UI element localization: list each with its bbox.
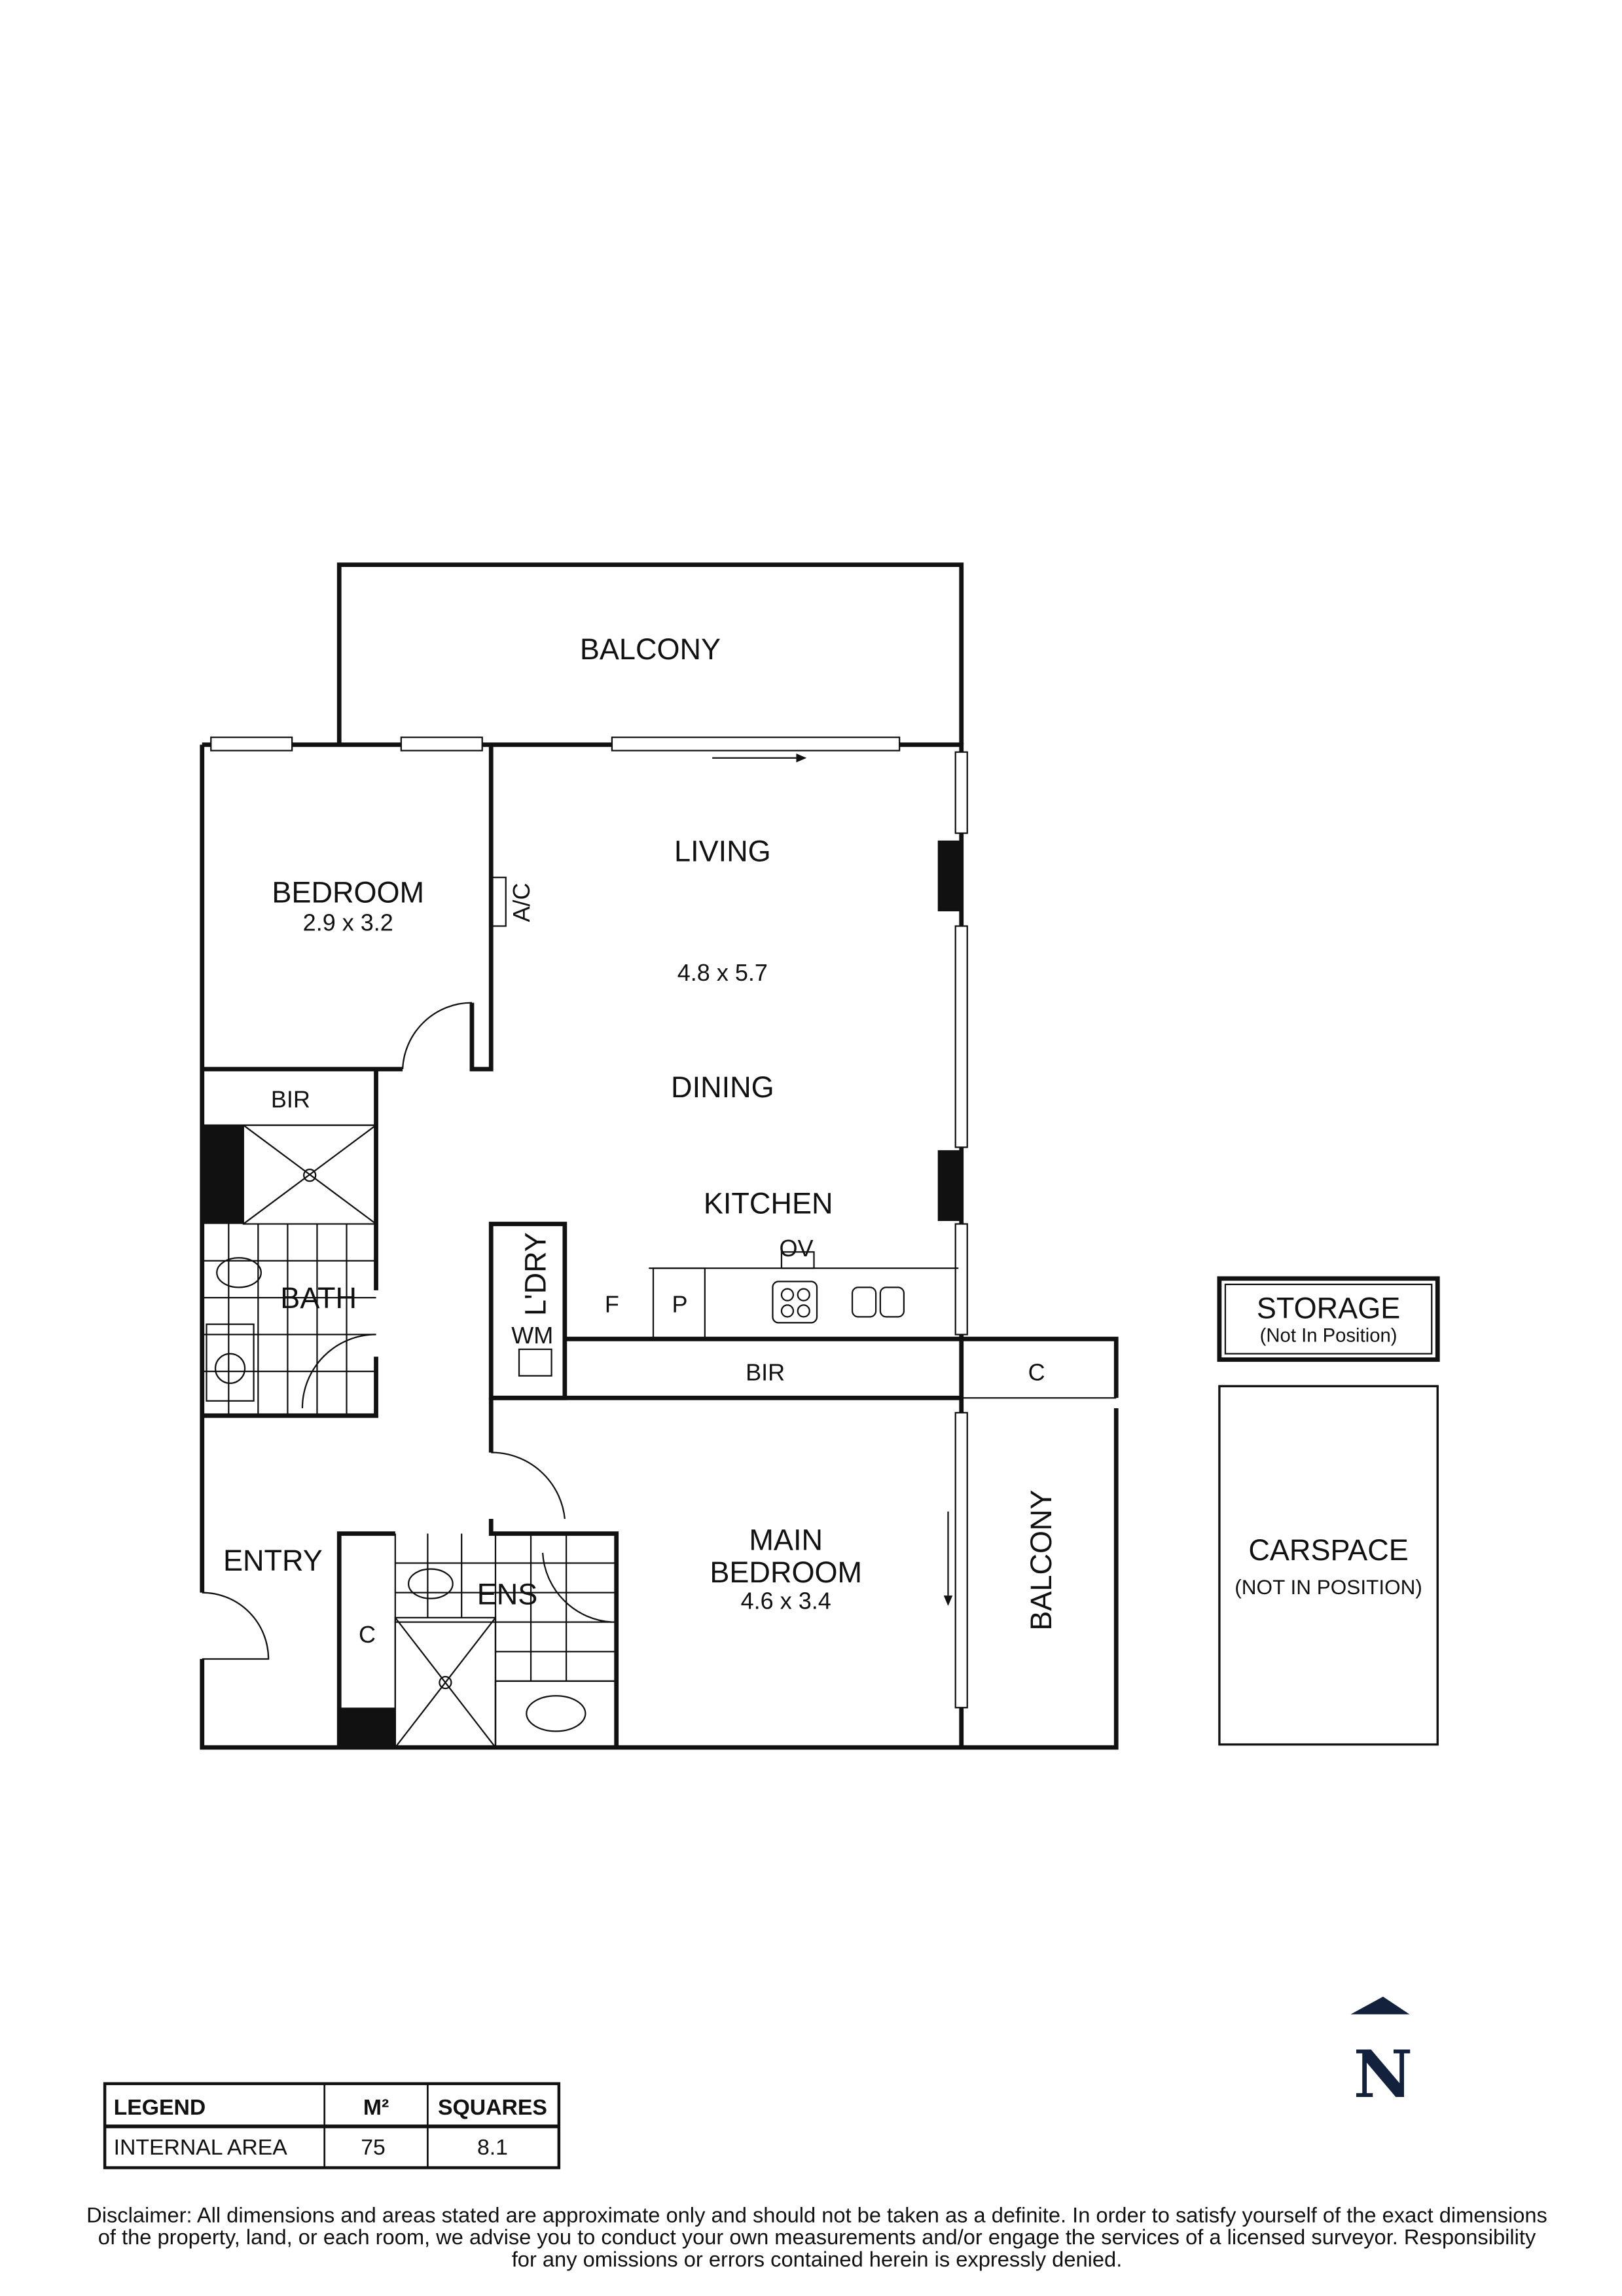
main-bedroom-label-1: MAIN (749, 1523, 823, 1556)
disclaimer: Disclaimer: All dimensions and areas sta… (86, 2202, 1547, 2271)
wm-label: WM (511, 1322, 553, 1349)
legend-header-squares: SQUARES (438, 2095, 547, 2120)
disclaimer-line-1: Disclaimer: All dimensions and areas sta… (86, 2202, 1547, 2227)
ensuite-tiles (395, 1533, 617, 1748)
bath-label: BATH (280, 1281, 357, 1315)
column (339, 1707, 395, 1748)
shower (242, 1124, 377, 1225)
living-dims: 4.8 x 5.7 (677, 959, 768, 986)
sink-icon (879, 1286, 905, 1318)
burner-icon (797, 1304, 810, 1318)
north-label: N (1354, 2037, 1413, 2113)
door-swing (541, 1552, 612, 1623)
storage-label: STORAGE (1257, 1292, 1400, 1325)
balcony-side-label: BALCONY (1024, 1489, 1058, 1630)
entry-cupboard-wall (336, 1531, 395, 1748)
column (937, 840, 962, 911)
bath-tiles (202, 1224, 376, 1416)
sliding-door (954, 1412, 968, 1709)
shower-line (394, 1617, 496, 1748)
window (954, 751, 968, 834)
window (954, 1223, 968, 1336)
legend-row-label: INTERNAL AREA (114, 2135, 288, 2160)
storage-box: STORAGE (Not In Position) (1217, 1276, 1440, 1362)
pantry-label: P (672, 1291, 688, 1318)
entry-door-swing (202, 1592, 270, 1660)
room-labels: BALCONY BEDROOM 2.9 x 3.2 A/C LIVING 4.8… (223, 632, 1058, 1648)
legend-row-squares: 8.1 (477, 2135, 508, 2160)
dining-label: DINING (671, 1070, 774, 1104)
washing-machine-icon (518, 1348, 552, 1377)
bedroom-east-wall (469, 744, 494, 1072)
storage-note: (Not In Position) (1260, 1325, 1397, 1347)
balcony-top-label: BALCONY (580, 632, 721, 666)
disclaimer-line-3: for any omissions or errors contained he… (512, 2247, 1123, 2271)
door-swing (491, 1451, 566, 1520)
basin-icon (214, 1353, 246, 1384)
bir-label: BIR (271, 1086, 310, 1113)
column (937, 1150, 962, 1221)
vanity (494, 1680, 617, 1749)
kitchen-label: KITCHEN (704, 1187, 833, 1220)
living-label: LIVING (674, 834, 771, 867)
carspace-label: CARSPACE (1248, 1533, 1408, 1567)
main-bedroom-label-2: BEDROOM (710, 1556, 862, 1589)
sliding-door (611, 737, 901, 752)
window (210, 737, 293, 752)
cooktop-icon (772, 1281, 818, 1324)
main-bedroom-dims: 4.6 x 3.4 (741, 1587, 831, 1614)
ensuite-label: ENS (477, 1578, 538, 1611)
oven-icon (780, 1251, 815, 1269)
north-arrow-icon (1350, 1996, 1410, 2014)
balcony-side-outline (961, 1408, 1119, 1750)
oven-label: OV (779, 1235, 813, 1262)
basin-icon (526, 1695, 586, 1732)
entry-cupboard-label: C (359, 1621, 376, 1648)
storage-inner-border (1224, 1283, 1433, 1355)
bir-main-label: BIR (746, 1358, 785, 1385)
disclaimer-line-2: of the property, land, or each room, we … (98, 2225, 1536, 2249)
laundry-label: L'DRY (519, 1232, 552, 1316)
burner-icon (797, 1288, 810, 1302)
column (202, 1125, 243, 1224)
north-arrow: N (1350, 1996, 1413, 2113)
storage-outer-border (1217, 1276, 1440, 1362)
ac-unit (490, 877, 507, 927)
bedroom-dims: 2.9 x 3.2 (303, 909, 393, 936)
ensuite-wall (488, 1518, 619, 1748)
toilet-icon (407, 1568, 454, 1599)
walls (200, 562, 1119, 1750)
balcony-top-outline (336, 562, 964, 745)
drain-icon (303, 1169, 317, 1182)
slide-arrow-head (943, 1595, 953, 1606)
sink-icon (851, 1286, 877, 1318)
drain-icon (439, 1675, 452, 1690)
carspace-note: (NOT IN POSITION) (1235, 1575, 1422, 1599)
toilet-icon (216, 1257, 262, 1288)
legend-table: LEGEND M² SQUARES INTERNAL AREA 75 8.1 (103, 2082, 561, 2170)
ac-label: A/C (508, 883, 535, 922)
burner-icon (780, 1288, 795, 1302)
carspace-border (1218, 1385, 1439, 1746)
legend-header-label: LEGEND (114, 2095, 206, 2120)
cupboard-label: C (1028, 1358, 1045, 1385)
vanity (206, 1323, 255, 1402)
door-swing (301, 1334, 376, 1409)
door-swing (401, 1002, 472, 1070)
bedroom-label: BEDROOM (272, 875, 424, 909)
window (954, 925, 968, 1148)
legend-row-m2: 75 (361, 2135, 386, 2160)
bath-south-wall (202, 1357, 378, 1418)
window (400, 737, 483, 752)
legend-header-m2: M² (363, 2095, 389, 2120)
burner-icon (780, 1304, 795, 1318)
fridge-label: F (605, 1291, 619, 1318)
entry-label: ENTRY (223, 1544, 323, 1577)
carspace-box: CARSPACE (NOT IN POSITION) (1218, 1385, 1439, 1746)
shower-line (243, 1124, 377, 1225)
slide-arrow-head (796, 753, 807, 763)
balcony-side-top (961, 1336, 1119, 1398)
